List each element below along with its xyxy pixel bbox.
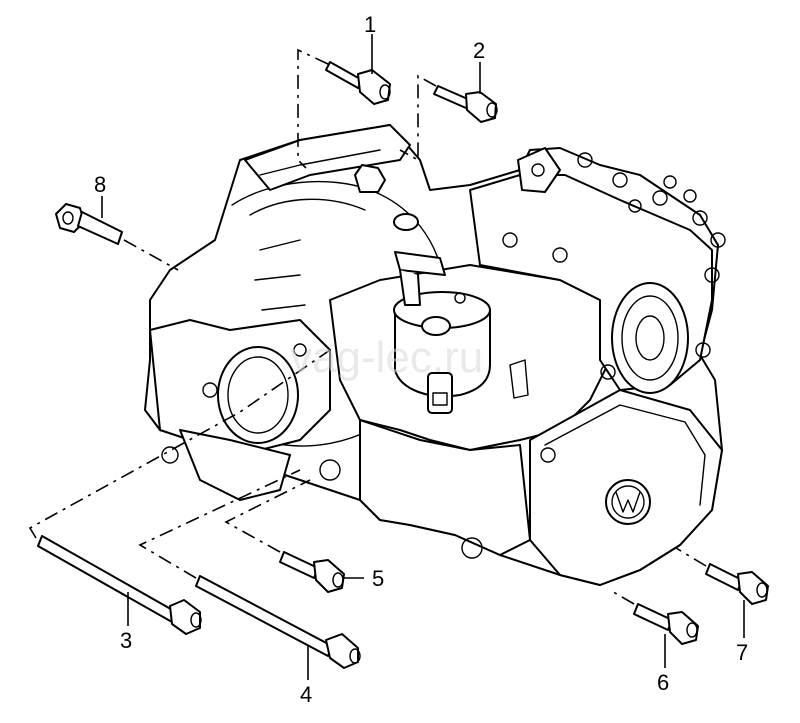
callout-1: 1 xyxy=(364,12,376,37)
watermark: vag-lec.ru xyxy=(290,333,483,382)
callout-4: 4 xyxy=(300,682,312,707)
bolt-1 xyxy=(325,61,391,105)
bolt-3 xyxy=(37,535,202,635)
leader-lines xyxy=(101,34,745,680)
callout-7: 7 xyxy=(736,640,748,665)
bolt-2 xyxy=(433,85,498,123)
callout-labels: 1 2 3 4 5 6 7 8 xyxy=(94,12,748,707)
bolt-8 xyxy=(55,203,123,245)
callout-3: 3 xyxy=(120,628,132,653)
callout-2: 2 xyxy=(473,38,485,63)
callout-5: 5 xyxy=(372,566,384,591)
bolt-6 xyxy=(633,603,699,645)
installation-lines xyxy=(28,48,707,605)
gearbox-housing xyxy=(144,124,726,586)
callout-6: 6 xyxy=(657,670,669,695)
bolt-4 xyxy=(195,575,361,669)
callout-8: 8 xyxy=(94,172,106,197)
bolt-5 xyxy=(279,551,345,593)
bolt-7 xyxy=(705,563,769,605)
